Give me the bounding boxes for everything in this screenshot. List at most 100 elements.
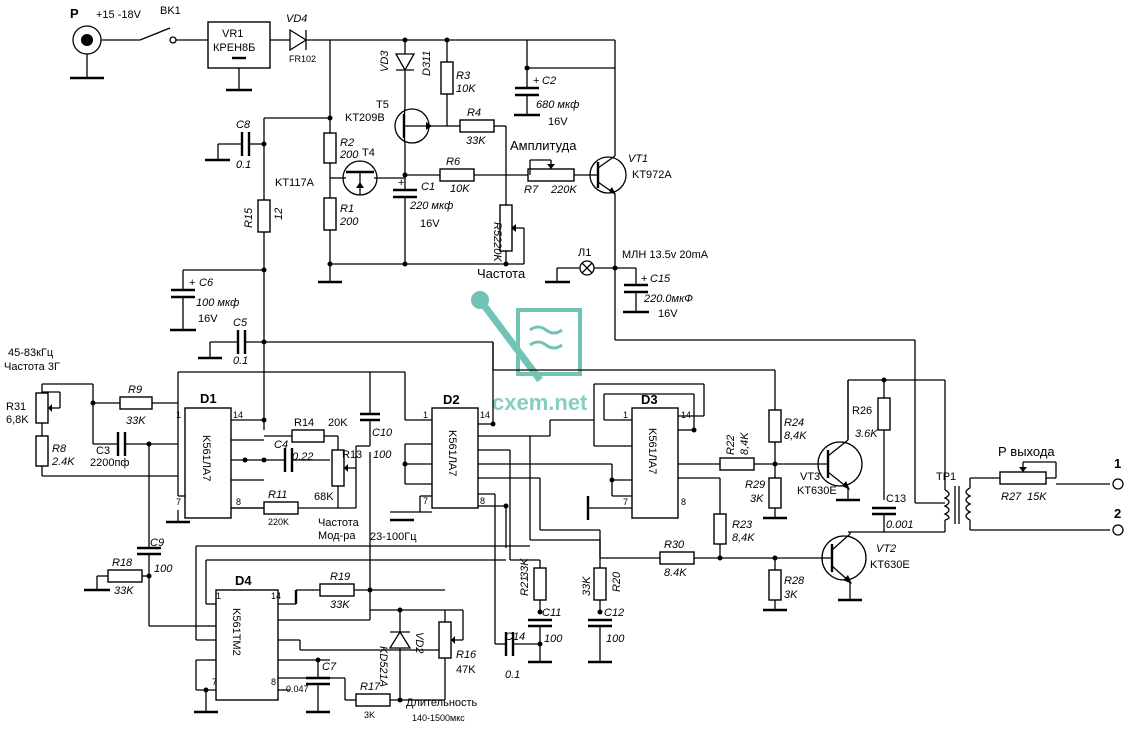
r27-val: 15K xyxy=(1027,491,1047,503)
voltage-regulator: VR1 КРЕН8Б xyxy=(207,21,290,92)
vd3-part: D311 xyxy=(421,51,433,76)
c15-ref: C15 xyxy=(650,273,671,285)
output-potentiometer-r27: Р выхода R27 15K 1 2 xyxy=(970,444,1124,536)
capacitor-c10: C10 100 xyxy=(355,372,393,468)
r15-ref: R15 xyxy=(243,207,255,228)
t5-part: KT209B xyxy=(345,112,385,124)
duration-range: 140-1500мкс xyxy=(412,713,465,723)
resistor-r9: R9 33K xyxy=(90,384,178,427)
potentiometer-r13: R13 68K xyxy=(314,449,362,508)
c2-ref: C2 xyxy=(542,75,556,87)
supply-rail xyxy=(329,37,616,118)
d3-pin14: 14 xyxy=(681,410,691,420)
vd2-part: KD521A xyxy=(377,646,389,687)
r18-ref: R18 xyxy=(112,557,133,569)
r26-val: 3.6K xyxy=(855,428,878,440)
r23-ref: R23 xyxy=(732,519,753,531)
resistor-r19: R19 33K xyxy=(296,571,445,613)
transistor-t4: T4 KT117A xyxy=(275,147,405,198)
mod-label1: Частота xyxy=(318,517,360,529)
capacitor-c4: C4 0.22 xyxy=(274,439,330,472)
c6-plus: + xyxy=(189,277,195,289)
capacitor-c7: C7 0.047 xyxy=(286,657,337,714)
r14-ref: R14 xyxy=(294,417,314,429)
r9-ref: R9 xyxy=(128,384,142,396)
ic-d3: K561ЛА7 D3 1 14 7 8 xyxy=(539,383,721,531)
power-rail-right xyxy=(492,339,916,503)
capacitor-c2: + C2 680 мкф 16V xyxy=(514,68,579,128)
duration-labels: Длительность 140-1500мкс xyxy=(406,697,478,723)
r4-val: 33K xyxy=(466,135,486,147)
resistor-r1: R1 200 xyxy=(323,197,359,264)
r5-val: 220K xyxy=(491,235,503,262)
r20-val: 33K xyxy=(581,576,593,596)
r8-ref: R8 xyxy=(52,443,67,455)
c15-plus: + xyxy=(641,273,647,285)
r31-val: 6,8K xyxy=(6,414,29,426)
r1-ref: R1 xyxy=(340,203,354,215)
lamp-l1: Л1 МЛН 13.5v 20mA xyxy=(545,247,709,284)
r16-val: 47K xyxy=(456,664,476,676)
c3-val: 2200пф xyxy=(90,457,129,469)
capacitor-c12: C12 100 xyxy=(588,607,625,664)
r5-ref: R5 xyxy=(491,222,503,237)
vd3-ref: VD3 xyxy=(379,50,391,72)
d1-pin7: 7 xyxy=(176,497,181,507)
range-label-text: Частота 3Г xyxy=(4,361,60,373)
l1-ref: Л1 xyxy=(578,247,591,259)
resistor-r11: R11 220K xyxy=(231,489,356,527)
c2-val: 680 мкф xyxy=(536,99,579,111)
c1-plus: + xyxy=(398,177,404,189)
feed-line xyxy=(263,115,333,200)
resistor-r20: R20 33K xyxy=(529,436,623,615)
resistor-r29: R29 3K xyxy=(745,464,787,520)
c1-voltage: 16V xyxy=(420,218,440,230)
power-input: P +15 -18V BK1 xyxy=(70,5,208,80)
c11-ref: C11 xyxy=(542,607,561,619)
transistor-vt3: VT3 KT630E xyxy=(797,380,863,502)
vt1-part: KT972A xyxy=(632,169,672,181)
r16-ref: R16 xyxy=(456,649,477,661)
r14-val: 20K xyxy=(328,417,348,429)
d1-part: K561ЛА7 xyxy=(200,435,212,481)
amplitude-label: Амплитуда xyxy=(510,138,577,153)
top-ground-bus xyxy=(318,261,524,284)
resistor-r28: R28 3K xyxy=(763,558,805,612)
r28-ref: R28 xyxy=(784,575,805,587)
r19-val: 33K xyxy=(330,599,350,611)
r21-val: 33K xyxy=(519,558,531,578)
watermark-logo: cxem.net xyxy=(471,291,588,415)
d1-pin14: 14 xyxy=(233,410,243,420)
r22-val: 8,4K xyxy=(739,432,751,455)
d2-ref: D2 xyxy=(443,392,460,407)
regulator-ref: VR1 xyxy=(222,28,243,40)
c2-voltage: 16V xyxy=(548,116,568,128)
transistor-vt2: VT2 KT630E xyxy=(821,532,910,602)
c10-ref: C10 xyxy=(372,427,393,439)
c7-ref: C7 xyxy=(322,661,337,673)
c10-val: 100 xyxy=(373,449,392,461)
r6-val: 10K xyxy=(450,183,470,195)
capacitor-c1: + C1 220 мкф 16V xyxy=(393,175,453,264)
r13-val: 68K xyxy=(314,491,334,503)
vd2-ref: VD2 xyxy=(413,632,425,653)
range-labels: 45-83кГц Частота 3Г xyxy=(4,347,60,373)
r20-ref: R20 xyxy=(611,571,623,592)
capacitor-c8: C8 0.1 xyxy=(205,119,267,171)
r17-ref: R17 xyxy=(360,681,381,693)
resistor-r24: R24 8,4K xyxy=(768,370,807,464)
r11-ref: R11 xyxy=(268,489,287,501)
r24-val: 8,4K xyxy=(784,430,807,442)
resistor-r6: R6 10K xyxy=(402,156,530,195)
r9-val: 33K xyxy=(126,415,146,427)
output-terminal-2: 2 xyxy=(1114,506,1121,521)
r18-val: 33K xyxy=(114,585,134,597)
c12-ref: C12 xyxy=(604,607,624,619)
vd4-part: FR102 xyxy=(289,54,316,64)
vd4-ref: VD4 xyxy=(286,13,307,25)
d2-part: K561ЛА7 xyxy=(446,430,458,476)
capacitor-c6: + C6 100 мкф 16V xyxy=(170,267,267,332)
r24-ref: R24 xyxy=(784,417,804,429)
r13-ref: R13 xyxy=(342,449,362,461)
